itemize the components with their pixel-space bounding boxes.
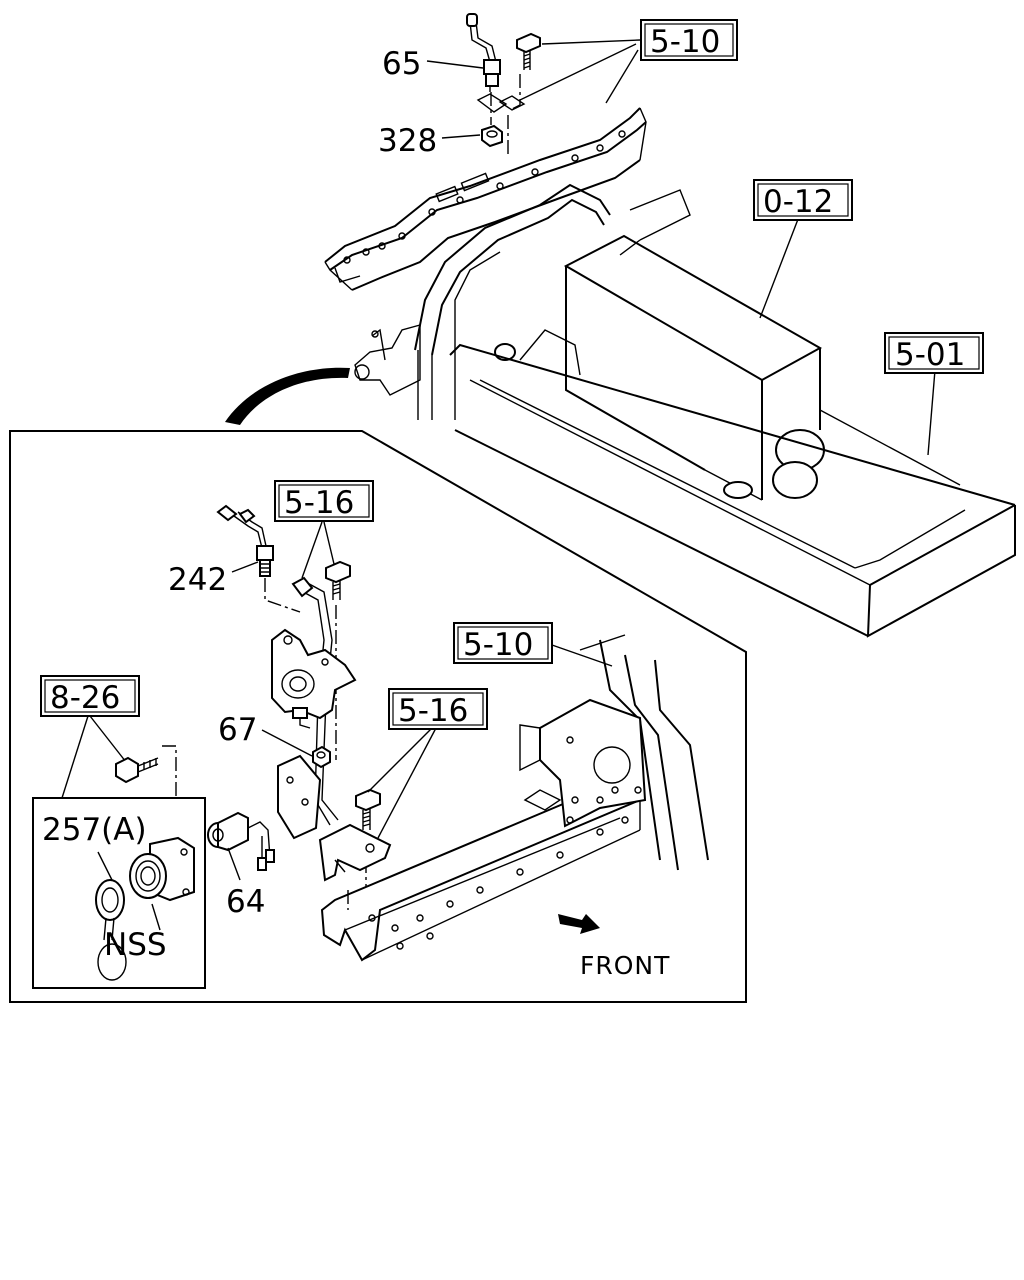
part-65-switch (466, 13, 508, 125)
leader-510-mid (551, 644, 613, 667)
detail-assembly: FRONT 242 67 64 5-16 5-10 5-16 (32, 480, 709, 989)
leader-501 (927, 369, 936, 456)
leader-012 (759, 213, 801, 319)
svg-text:8-26: 8-26 (50, 680, 120, 716)
ref-box-510-top: 5-10 (640, 19, 738, 61)
leader-516-a-1 (301, 521, 323, 579)
leader-328 (441, 134, 481, 139)
leader-510-top-a (541, 39, 641, 45)
ref-box-516-a: 5-16 (274, 480, 374, 522)
battery (494, 234, 825, 501)
bolt-826 (115, 745, 177, 860)
svg-text:5-10: 5-10 (463, 627, 533, 663)
label-242: 242 (168, 562, 227, 598)
leader-516-a-2 (323, 521, 335, 565)
svg-text:5-16: 5-16 (398, 693, 468, 729)
leader-242 (231, 561, 259, 573)
part-242-sensor (216, 504, 301, 613)
bolt-top (498, 32, 541, 111)
leader-516-b-1 (367, 727, 433, 793)
ref-box-516-b: 5-16 (388, 688, 488, 730)
ref-box-012: 0-12 (753, 179, 853, 221)
ref-box-510-mid: 5-10 (453, 622, 553, 664)
detail-view-border (9, 430, 747, 1003)
part-64-switch (207, 811, 275, 871)
label-64: 64 (226, 884, 265, 920)
svg-text:5-10: 5-10 (650, 24, 720, 60)
ref-box-501: 5-01 (884, 332, 984, 374)
switch-mount-bracket (271, 628, 357, 729)
label-328: 328 (378, 123, 437, 159)
leader-67 (261, 729, 313, 757)
l-bracket (318, 823, 392, 882)
leader-516-b-2 (377, 727, 437, 839)
nss-sub-box: 257(A) NSS (32, 797, 206, 989)
detail-pointer-arrow (225, 367, 350, 425)
ref-box-826: 8-26 (40, 675, 140, 717)
svg-text:0-12: 0-12 (763, 184, 833, 220)
leader-64 (227, 847, 241, 881)
front-direction-arrow: FRONT (558, 914, 670, 980)
leader-65 (426, 60, 484, 69)
svg-text:5-01: 5-01 (895, 337, 965, 373)
battery-tray (449, 343, 1016, 638)
detail-frame-rail (519, 634, 709, 871)
svg-text:5-16: 5-16 (284, 485, 354, 521)
leader-510-top-c (605, 49, 639, 104)
upper-assembly: 65 328 5-10 0-12 5-01 (225, 13, 1016, 638)
switch-bracket-top (354, 324, 421, 396)
part-67-nut (312, 745, 331, 769)
label-257a: 257(A) (42, 812, 147, 848)
connector-plate (277, 754, 322, 840)
leader-510-top-b (519, 43, 637, 101)
frame-side-rail (414, 183, 691, 420)
front-label: FRONT (580, 951, 670, 980)
label-65: 65 (382, 46, 421, 82)
leader-826-a (89, 715, 127, 763)
label-nss: NSS (104, 927, 167, 963)
detail-cross-member (320, 778, 642, 962)
label-67: 67 (218, 712, 257, 748)
part-328-nut (481, 115, 509, 158)
leader-826-b (61, 715, 89, 799)
frame-cross-member (324, 107, 647, 291)
